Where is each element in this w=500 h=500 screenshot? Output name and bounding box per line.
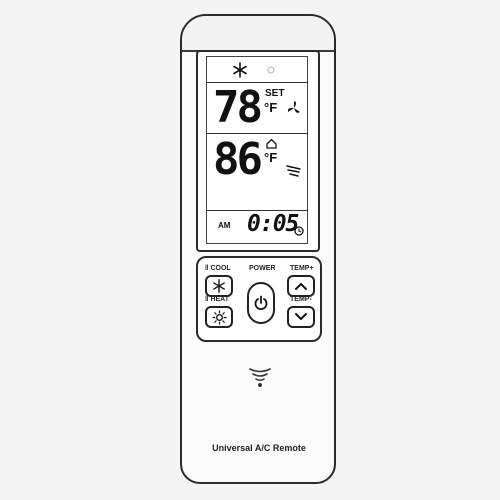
temp-down-label: TEMP-: [290, 296, 312, 303]
ampm-indicator: AM: [218, 221, 231, 230]
cool-indicator-icon: ǁ: [205, 265, 211, 272]
temp-up-label: TEMP+: [290, 265, 314, 272]
room-unit: °F: [264, 150, 278, 165]
set-temperature: 78: [213, 82, 263, 133]
chevron-down-icon: [295, 313, 307, 321]
chevron-up-icon: [295, 282, 307, 290]
power-icon: [254, 295, 268, 310]
snowflake-icon: [213, 279, 225, 293]
clock-icon: [294, 226, 304, 236]
swing-icon: [286, 165, 301, 177]
fan-icon: [287, 101, 300, 113]
lcd-divider-top: [206, 82, 308, 83]
brand-label: Universal A/C Remote: [212, 443, 306, 453]
lcd-divider-bottom: [206, 210, 308, 211]
temp-down-button[interactable]: [287, 306, 315, 328]
cool-button[interactable]: [205, 275, 233, 297]
temp-up-button[interactable]: [287, 275, 315, 297]
set-unit: °F: [264, 100, 278, 115]
clock-display: 0:05: [247, 211, 299, 237]
heat-indicator-icon: ǁ: [205, 296, 211, 303]
power-button[interactable]: [247, 282, 275, 324]
lcd-screen: [206, 56, 308, 244]
room-temperature: 86: [213, 134, 263, 185]
set-label: SET: [265, 88, 285, 99]
heat-label-text: HEAT: [210, 296, 229, 303]
power-label: POWER: [249, 265, 276, 272]
house-icon: [266, 138, 277, 149]
heat-mode-label: ǁ HEAT: [205, 296, 229, 303]
heat-button[interactable]: [205, 306, 233, 328]
lcd-divider-mid: [206, 133, 308, 134]
ir-signal-icon: [249, 368, 271, 387]
snowflake-icon: [233, 62, 247, 78]
sun-icon: [267, 66, 275, 74]
cool-mode-label: ǁ COOL: [205, 265, 231, 272]
sun-icon: [211, 309, 227, 325]
cool-label-text: COOL: [210, 265, 231, 272]
ir-window: [182, 16, 334, 52]
